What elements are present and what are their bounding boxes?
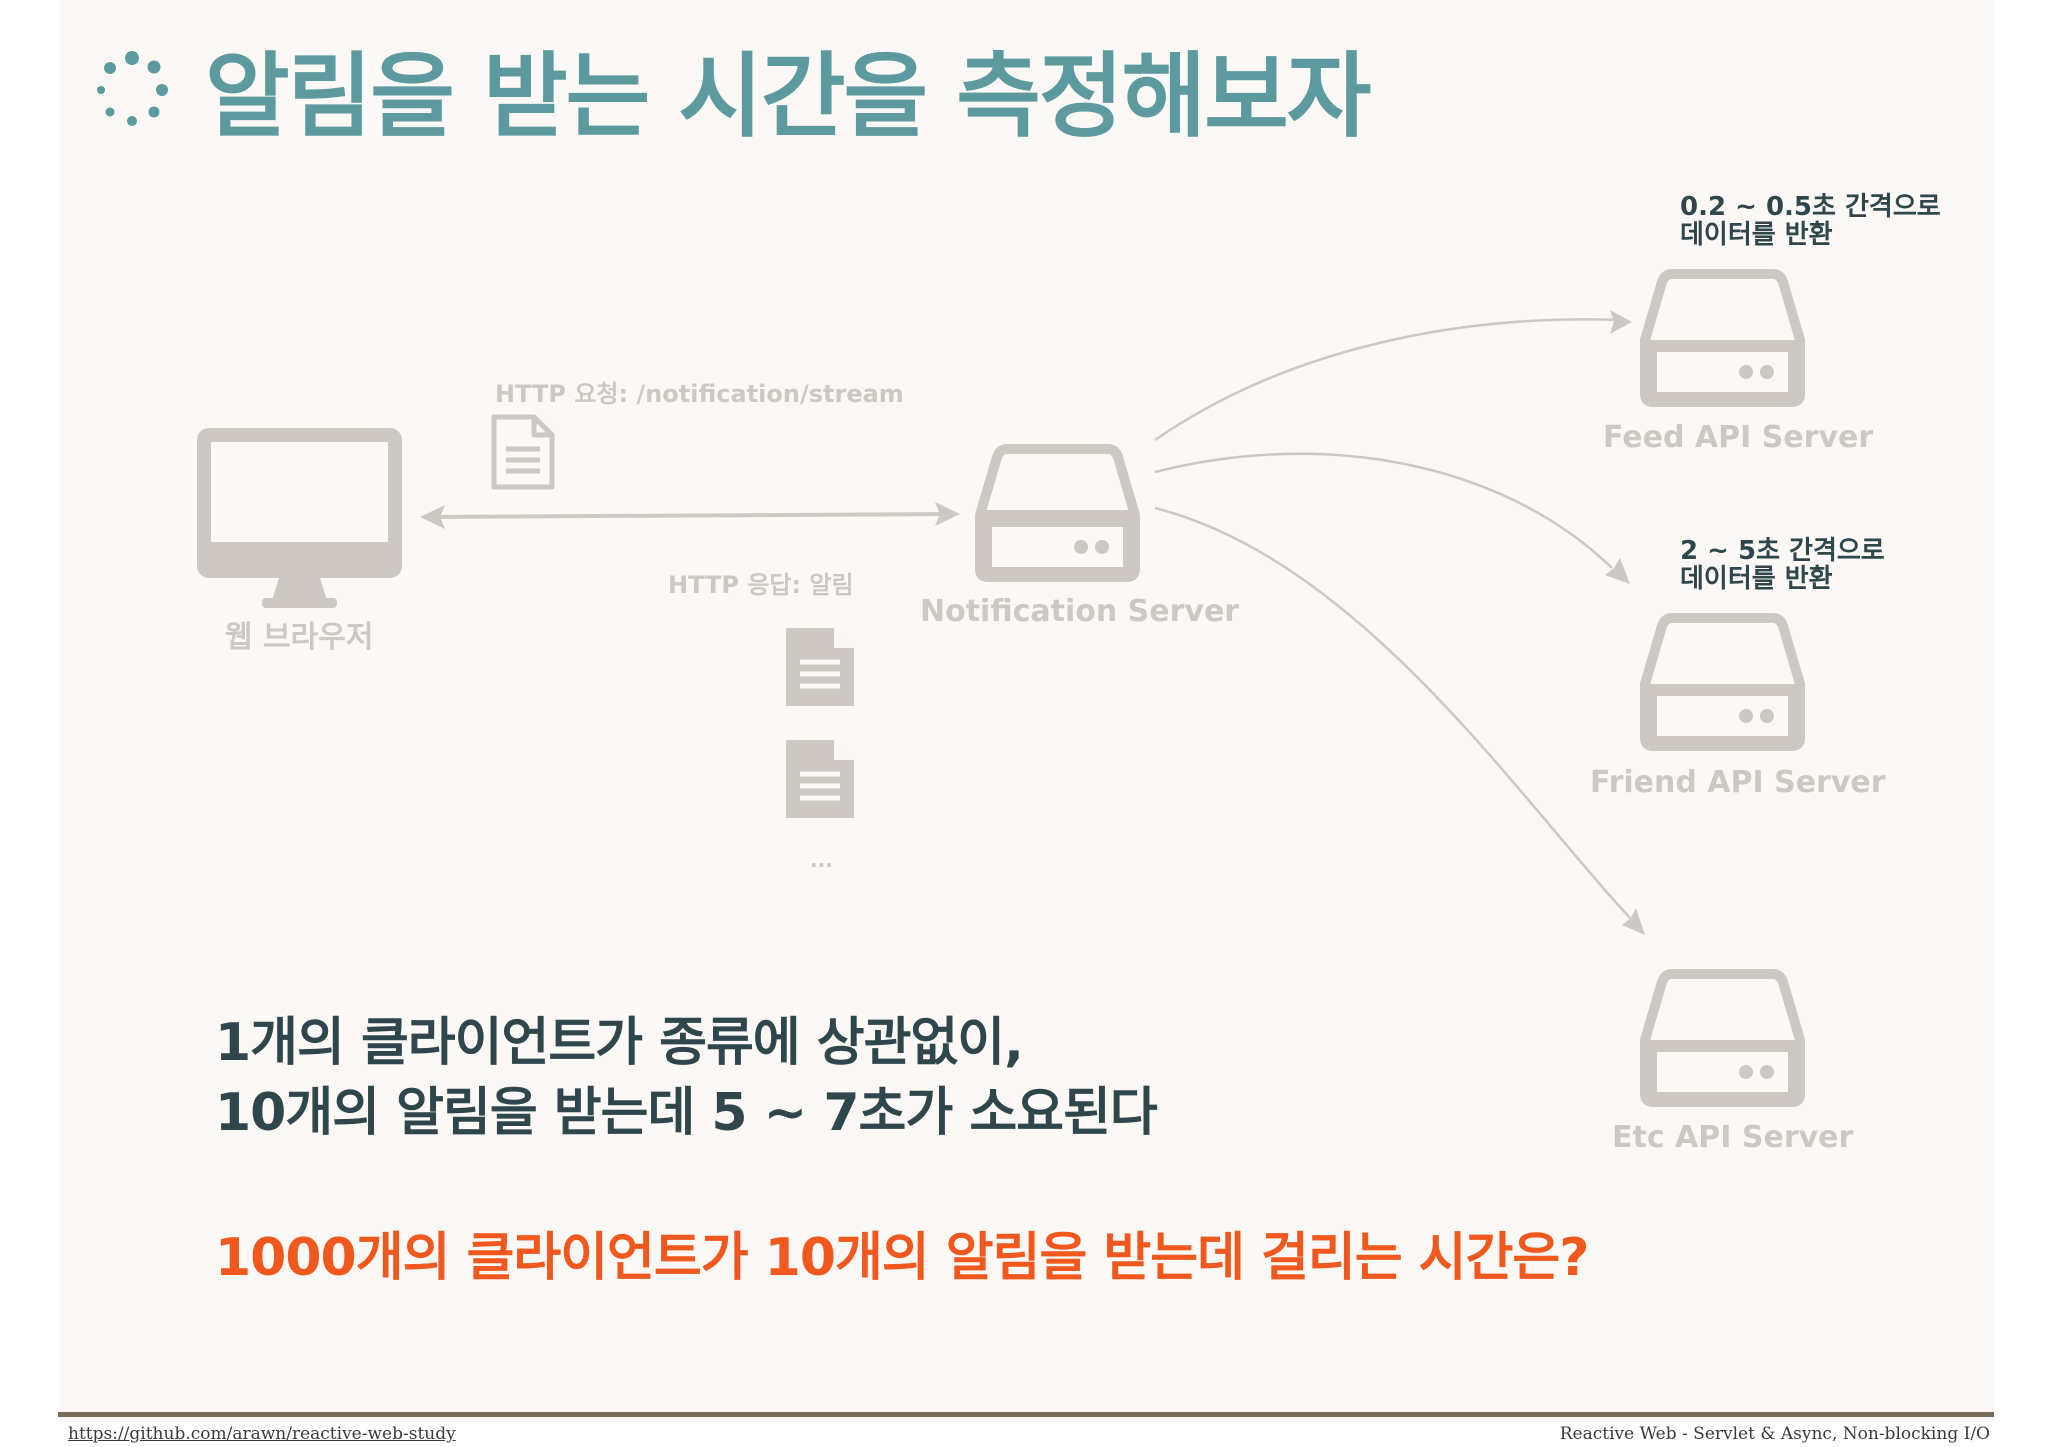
- friend-server-label: Friend API Server: [1590, 765, 1886, 800]
- loading-spinner-icon: [97, 51, 168, 126]
- etc-connection-curve: [1154, 506, 1631, 919]
- friend-server-note: 2 ~ 5초 간격으로 데이터를 반환: [1680, 537, 1885, 593]
- notification-server-label: Notification Server: [920, 594, 1240, 629]
- friend-note-line2: 데이터를 반환: [1680, 564, 1833, 594]
- footer-divider: [58, 1412, 1994, 1417]
- question-text: 1000개의 클라이언트가 10개의 알림을 받는데 걸리는 시간은?: [215, 1228, 1589, 1288]
- server-drive-icon: [1640, 613, 1805, 751]
- arrow-head-etc: [1622, 908, 1645, 935]
- arrow-head-left: [420, 505, 445, 529]
- message-block: 1개의 클라이언트가 종류에 상관없이, 10개의 알림을 받는데 5 ~ 7초…: [215, 1008, 1158, 1148]
- request-label: HTTP 요청: /notification/stream: [495, 380, 904, 408]
- response-ellipsis: ...: [810, 848, 833, 872]
- arrow-head-feed: [1610, 310, 1632, 334]
- server-drive-icon: [1640, 269, 1805, 407]
- page-title: 알림을 받는 시간을 측정해보자: [205, 43, 1371, 150]
- http-connection-line: [429, 512, 951, 519]
- server-drive-icon: [1640, 969, 1805, 1107]
- document-icon: [786, 740, 854, 818]
- message-line1: 1개의 클라이언트가 종류에 상관없이,: [215, 1013, 1024, 1073]
- etc-server-label: Etc API Server: [1612, 1120, 1854, 1155]
- feed-note-line1: 0.2 ~ 0.5초 간격으로: [1680, 192, 1941, 222]
- response-label: HTTP 응답: 알림: [668, 571, 854, 599]
- document-icon: [786, 628, 854, 706]
- feed-connection-curve: [1154, 318, 1621, 442]
- feed-server-label: Feed API Server: [1603, 420, 1874, 455]
- friend-connection-curve: [1154, 452, 1613, 569]
- monitor-icon: [197, 428, 402, 608]
- footer-caption: Reactive Web - Servlet & Async, Non-bloc…: [1559, 1424, 1990, 1444]
- feed-note-line2: 데이터를 반환: [1680, 220, 1833, 250]
- message-line2: 10개의 알림을 받는데 5 ~ 7초가 소요된다: [215, 1083, 1158, 1143]
- friend-note-line1: 2 ~ 5초 간격으로: [1680, 536, 1885, 566]
- arrow-head-right: [935, 502, 960, 526]
- server-drive-icon: [975, 444, 1140, 582]
- arrow-head-friend: [1605, 558, 1630, 584]
- browser-label: 웹 브라우저: [225, 620, 374, 655]
- footer-link[interactable]: https://github.com/arawn/reactive-web-st…: [68, 1424, 456, 1444]
- feed-server-note: 0.2 ~ 0.5초 간격으로 데이터를 반환: [1680, 193, 1941, 249]
- document-icon: [491, 414, 555, 490]
